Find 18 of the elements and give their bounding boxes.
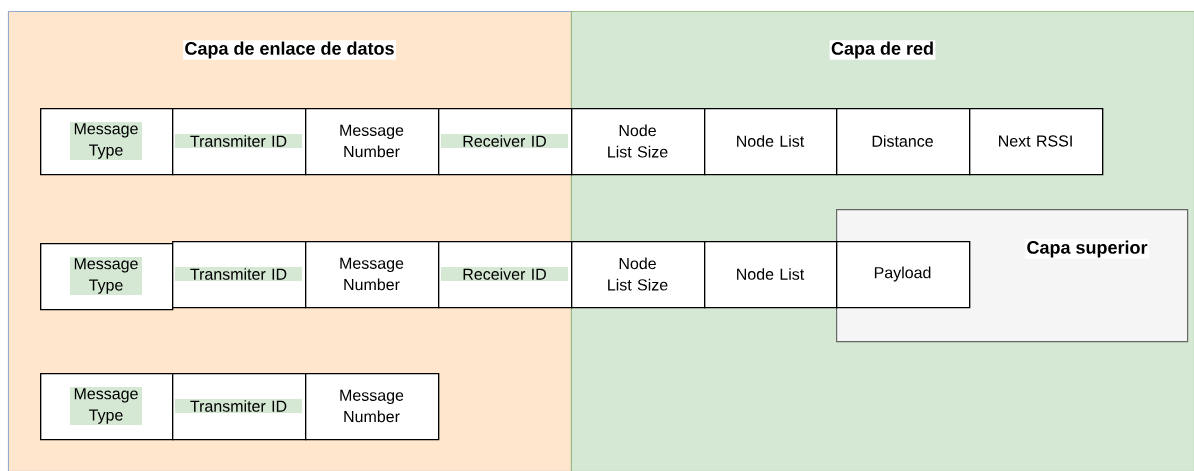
field-cell: Node List: [704, 108, 838, 176]
field-cell: Node List Size: [571, 108, 706, 176]
field-cell: Transmiter ID: [172, 373, 307, 441]
field-cell: Payload: [836, 241, 971, 309]
field-cell: Message Number: [305, 373, 440, 441]
field-cell: Receiver ID: [438, 241, 573, 309]
field-cell: Transmiter ID: [172, 108, 307, 176]
field-cell: Node List: [704, 241, 838, 309]
field-cell: Message Type: [40, 373, 174, 441]
field-cell: Next RSSI: [969, 108, 1104, 176]
field-cell: Distance: [836, 108, 971, 176]
field-cell: Message Number: [305, 241, 440, 309]
field-cell: Message Number: [305, 108, 440, 176]
field-cell: Message Type: [40, 243, 174, 311]
field-cell: Transmiter ID: [172, 241, 307, 309]
field-cell: Node List Size: [571, 241, 706, 309]
field-cell: Message Type: [40, 108, 174, 176]
field-cell: Receiver ID: [438, 108, 573, 176]
